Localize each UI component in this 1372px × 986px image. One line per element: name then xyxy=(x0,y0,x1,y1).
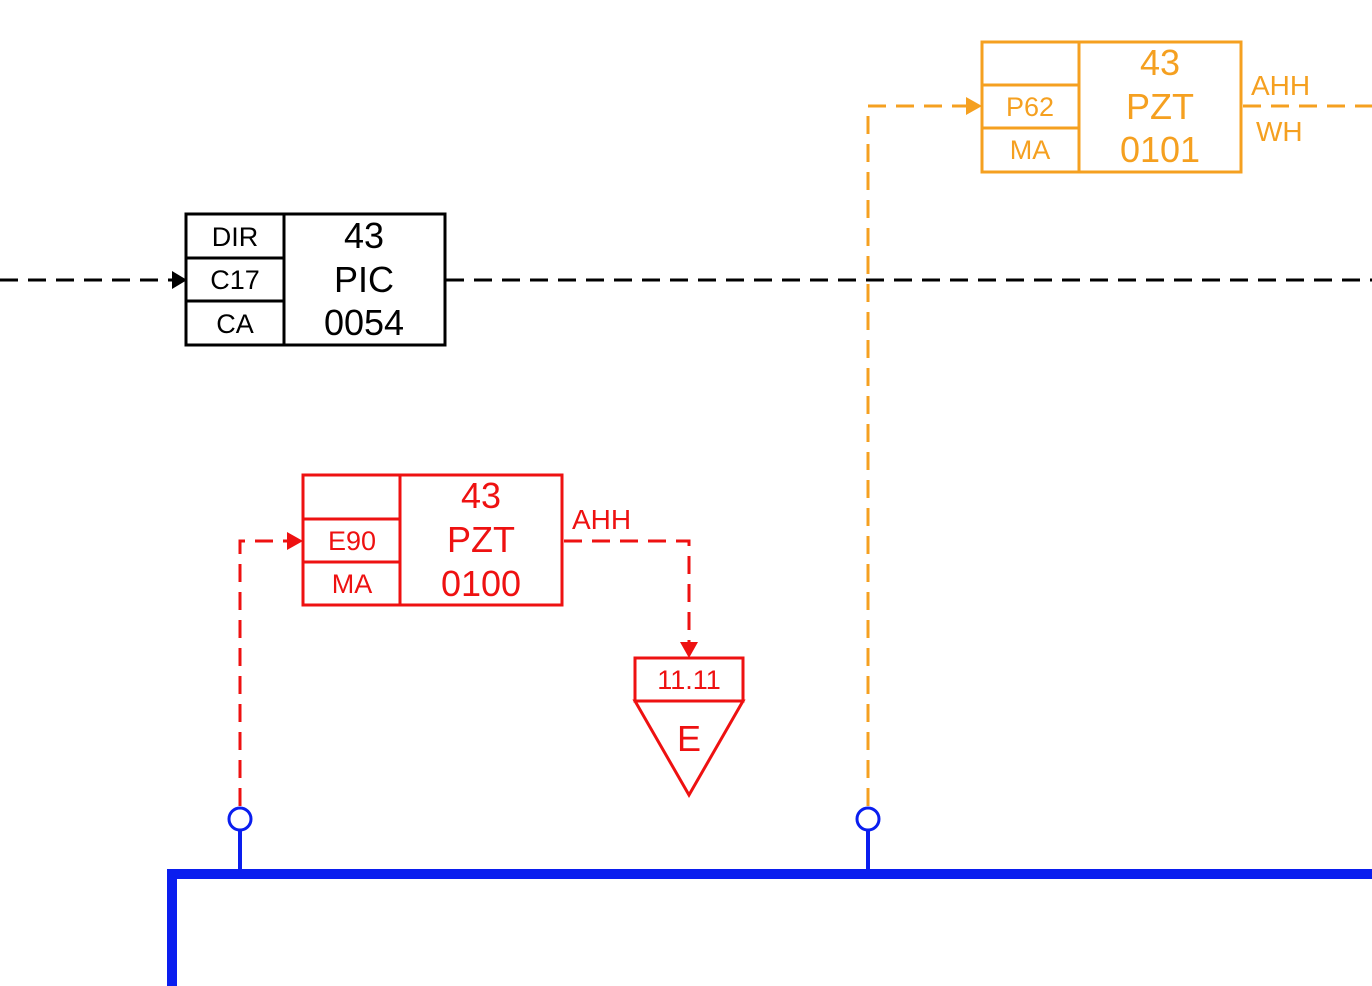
alarm-label-wh: WH xyxy=(1256,116,1303,147)
block-side-cell: DIR xyxy=(212,222,259,252)
signal-line-pzt-0101-in xyxy=(866,104,967,806)
arrow-right-icon xyxy=(287,532,303,550)
block-outline xyxy=(184,212,447,347)
trip-triangle-icon xyxy=(632,699,746,799)
alarm-label-ahh: AHH xyxy=(1251,70,1310,101)
block-side-cell: MA xyxy=(332,569,373,599)
trip-reference-symbol[interactable]: 11.11 E xyxy=(632,656,746,799)
block-type: PIC xyxy=(334,259,394,300)
alarm-label-ahh: AHH xyxy=(572,504,631,535)
block-side-cell: P62 xyxy=(1006,92,1054,122)
block-side-cell: MA xyxy=(1010,135,1051,165)
block-outline xyxy=(980,40,1243,174)
trip-reference-number: 11.11 xyxy=(657,665,721,695)
block-area-number: 43 xyxy=(1140,42,1180,83)
block-area-number: 43 xyxy=(461,475,501,516)
tap-point-circle-icon[interactable] xyxy=(855,806,881,832)
function-block-pzt-0101[interactable]: P62 MA 43 PZT 0101 xyxy=(980,40,1243,174)
block-side-cell: CA xyxy=(216,309,254,339)
block-type: PZT xyxy=(447,519,515,560)
block-side-cell: C17 xyxy=(210,265,260,295)
block-tag-number: 0100 xyxy=(441,563,521,604)
block-type: PZT xyxy=(1126,86,1194,127)
arrow-right-icon xyxy=(966,97,982,115)
signal-line-pzt-0100 xyxy=(238,539,691,806)
process-line xyxy=(167,830,1372,986)
process-pipe xyxy=(167,869,1372,986)
signal-line-pzt-0100-out xyxy=(564,539,691,643)
block-outline xyxy=(301,473,564,607)
trip-reference-box xyxy=(633,656,745,703)
arrow-right-icon xyxy=(172,271,187,289)
function-block-pic-0054[interactable]: DIR C17 CA 43 PIC 0054 xyxy=(184,212,447,347)
signal-line-pzt-0101 xyxy=(866,104,1372,806)
block-area-number: 43 xyxy=(344,215,384,256)
arrow-down-icon xyxy=(680,642,698,658)
block-tag-number: 0101 xyxy=(1120,129,1200,170)
block-tag-number: 0054 xyxy=(324,302,404,343)
trip-letter: E xyxy=(677,718,701,759)
function-block-pzt-0100[interactable]: E90 MA 43 PZT 0100 xyxy=(301,473,564,607)
signal-line-pzt-0100-in xyxy=(238,539,287,806)
block-side-cell: E90 xyxy=(328,526,376,556)
tap-point-circle-icon[interactable] xyxy=(227,806,253,832)
